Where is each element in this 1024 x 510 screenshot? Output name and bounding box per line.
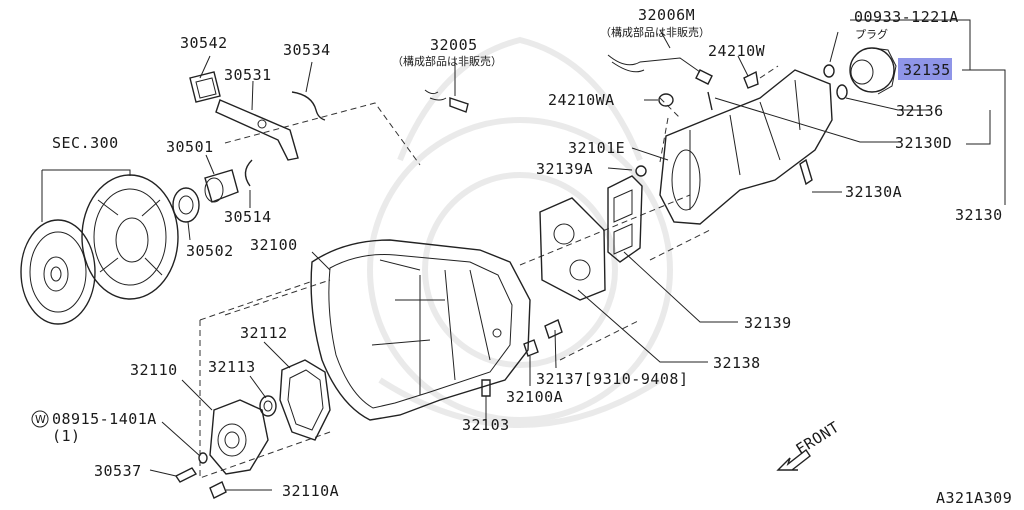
switch-32006m[interactable] bbox=[607, 54, 713, 85]
front-direction-arrow: FRONT bbox=[776, 418, 843, 471]
plug-32137[interactable] bbox=[544, 319, 563, 339]
front-cover-32110[interactable] bbox=[209, 399, 269, 475]
label-32139a[interactable]: 32139A bbox=[536, 160, 593, 178]
drain-plug-32139a[interactable] bbox=[635, 165, 647, 177]
seal-32136[interactable] bbox=[836, 84, 848, 100]
gasket-32139[interactable] bbox=[607, 175, 643, 263]
highlight-32135 bbox=[898, 58, 952, 80]
sensor-32005[interactable] bbox=[424, 89, 469, 113]
label-32137[interactable]: 32137[9310-9408] bbox=[536, 370, 689, 388]
label-30534[interactable]: 30534 bbox=[283, 41, 331, 59]
bolt-32130a[interactable] bbox=[799, 158, 813, 186]
label-00933[interactable]: 00933-1221A bbox=[854, 8, 959, 26]
pressure-plate[interactable] bbox=[81, 174, 179, 300]
part-labels: 30542 30534 30531 32005 （構成部品は非販売） 32006… bbox=[31, 6, 1012, 507]
adapter-plate-32138[interactable] bbox=[539, 197, 606, 301]
label-30502[interactable]: 30502 bbox=[186, 242, 234, 260]
label-32113[interactable]: 32113 bbox=[208, 358, 256, 376]
dust-boot-30542[interactable] bbox=[189, 71, 221, 103]
label-08915-qty: (1) bbox=[52, 427, 81, 445]
label-32110a[interactable]: 32110A bbox=[282, 482, 339, 500]
oil-seal-32113[interactable] bbox=[259, 395, 277, 417]
w-badge: W bbox=[35, 413, 46, 426]
label-30514[interactable]: 30514 bbox=[224, 208, 272, 226]
note-32005: （構成部品は非販売） bbox=[392, 54, 502, 68]
clip-30514[interactable] bbox=[244, 159, 253, 187]
bolt-30537[interactable] bbox=[174, 467, 198, 483]
label-30537[interactable]: 30537 bbox=[94, 462, 142, 480]
label-32136[interactable]: 32136 bbox=[896, 102, 944, 120]
note-32006m: （構成部品は非販売） bbox=[600, 25, 710, 39]
assembly-dashed-lines bbox=[199, 65, 779, 479]
release-bearing-sleeve-30501[interactable] bbox=[204, 169, 239, 203]
label-30542[interactable]: 30542 bbox=[180, 34, 228, 52]
bracket-24210w[interactable] bbox=[743, 70, 759, 89]
label-32101e[interactable]: 32101E bbox=[568, 139, 625, 157]
label-32112[interactable]: 32112 bbox=[240, 324, 288, 342]
spring-30534[interactable] bbox=[291, 91, 326, 121]
rear-cover-32135[interactable] bbox=[849, 47, 897, 95]
label-32139[interactable]: 32139 bbox=[744, 314, 792, 332]
diagram-code: A321A309 bbox=[936, 489, 1012, 507]
label-32110[interactable]: 32110 bbox=[130, 361, 178, 379]
plug-32100a[interactable] bbox=[523, 339, 539, 357]
plug-00933[interactable] bbox=[823, 64, 835, 78]
label-32006m[interactable]: 32006M bbox=[638, 6, 695, 24]
clutch-disc[interactable] bbox=[20, 219, 96, 325]
label-30501[interactable]: 30501 bbox=[166, 138, 214, 156]
bolt-32110a[interactable] bbox=[209, 481, 227, 499]
label-32100a[interactable]: 32100A bbox=[506, 388, 563, 406]
w-badge-circle bbox=[31, 410, 49, 428]
label-08915[interactable]: 08915-1401A bbox=[52, 410, 157, 428]
label-sec300[interactable]: SEC.300 bbox=[52, 134, 119, 152]
pin-32130d[interactable] bbox=[707, 91, 713, 111]
label-32103[interactable]: 32103 bbox=[462, 416, 510, 434]
leader-lines bbox=[41, 19, 1006, 491]
label-32138[interactable]: 32138 bbox=[713, 354, 761, 372]
gasket-32112[interactable] bbox=[279, 359, 331, 441]
rear-extension-32101e[interactable] bbox=[659, 69, 833, 225]
label-24210wa[interactable]: 24210WA bbox=[548, 91, 615, 109]
label-32005[interactable]: 32005 bbox=[430, 36, 478, 54]
label-32130[interactable]: 32130 bbox=[955, 206, 1003, 224]
label-30531[interactable]: 30531 bbox=[224, 66, 272, 84]
label-32130d[interactable]: 32130D bbox=[895, 134, 952, 152]
note-00933: プラグ bbox=[855, 27, 888, 41]
release-bearing-30502[interactable] bbox=[172, 187, 200, 223]
clip-24210wa[interactable] bbox=[658, 93, 674, 107]
label-32135[interactable]: 32135 bbox=[903, 61, 951, 79]
label-32130a[interactable]: 32130A bbox=[845, 183, 902, 201]
label-24210w[interactable]: 24210W bbox=[708, 42, 766, 60]
withdrawal-lever-30531[interactable] bbox=[215, 99, 299, 161]
label-32100[interactable]: 32100 bbox=[250, 236, 298, 254]
watermark-crest bbox=[367, 36, 673, 428]
washer-08915[interactable] bbox=[198, 452, 208, 464]
transmission-case-32100[interactable] bbox=[310, 239, 531, 421]
front-label: FRONT bbox=[793, 418, 843, 459]
plug-32103[interactable] bbox=[481, 379, 491, 397]
